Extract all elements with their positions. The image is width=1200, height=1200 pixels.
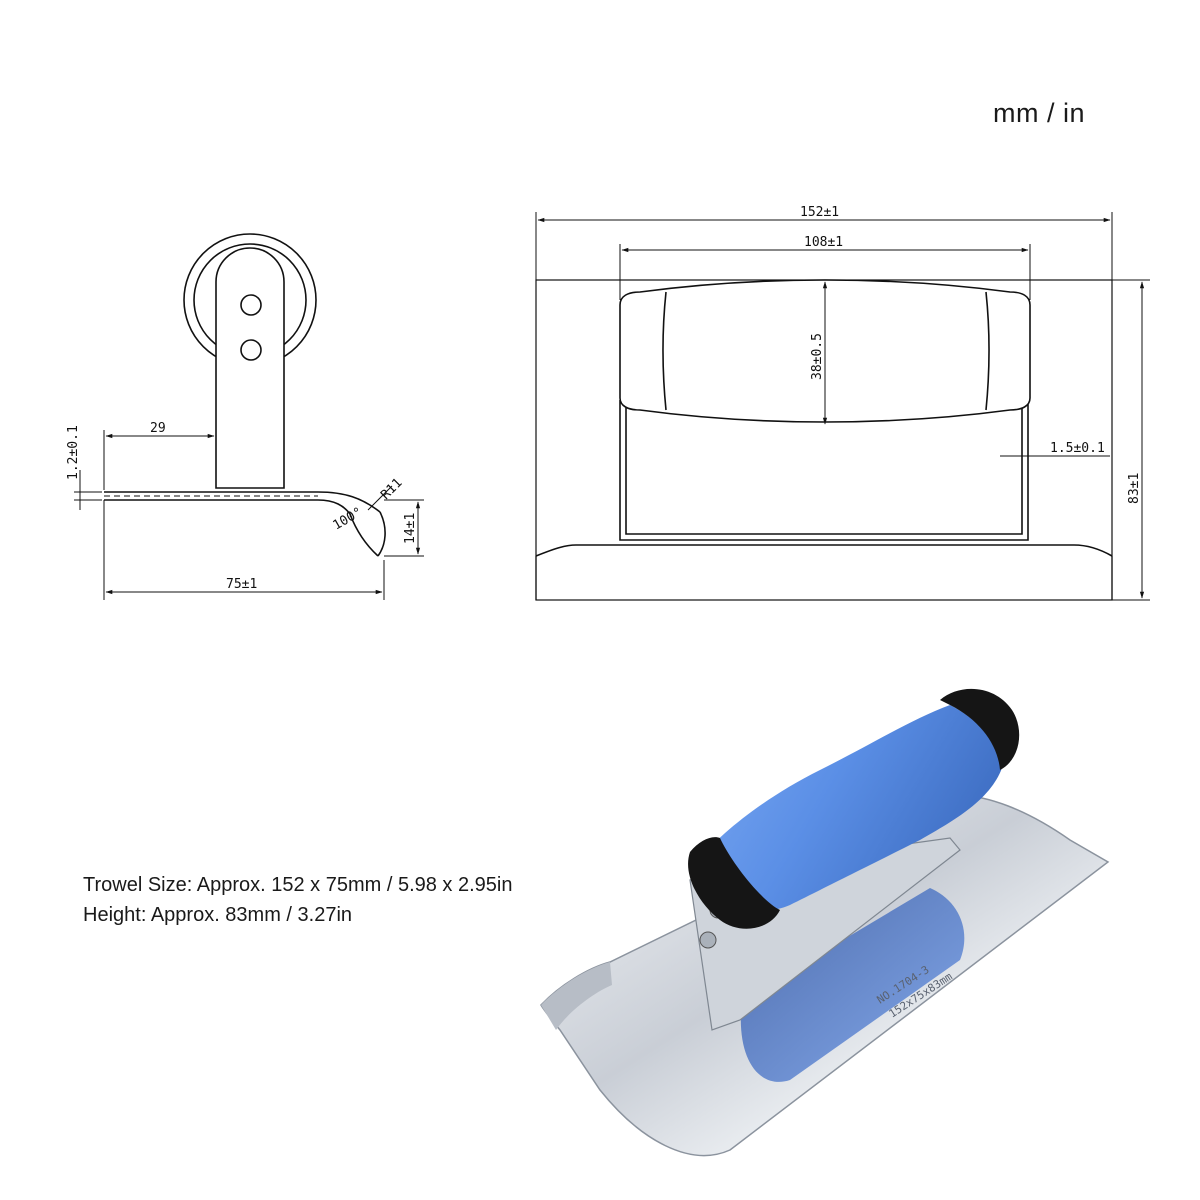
dim-thickness-text: 1.2±0.1 [66,425,81,480]
bracket-inner [625,404,1023,535]
side-view-drawing [74,233,424,600]
blade-top-edge [104,491,381,513]
blade-bottom-edge [104,499,379,557]
handle-reflection [740,888,965,1082]
dim-bracket-text: 1.5±0.1 [1050,441,1105,456]
blade-curved-edge [541,962,612,1030]
spec-size: Trowel Size: Approx. 152 x 75mm / 5.98 x… [83,874,513,896]
rivet-hole-top [240,294,262,316]
handle-end-cap-bottom [688,837,780,929]
rivet-icon [699,931,717,949]
dim-height-text: 83±1 [1127,473,1142,504]
handle-end-cap-top [940,688,1020,770]
bracket-plate [215,247,285,489]
specifications: Trowel Size: Approx. 152 x 75mm / 5.98 x… [83,870,512,930]
blade-front-edge [535,544,1113,557]
trowel-photo: NO.1704-3 152x75x83mm [540,688,1110,1157]
dim-radius-leader [367,485,393,511]
dim-width-text: 75±1 [226,577,257,592]
dim-lip-text: 14±1 [403,513,418,544]
blade-lip [377,511,386,557]
units-label: mm / in [993,98,1086,128]
dim-radius-text: R11 [378,476,405,503]
handle-cap-right-line [985,291,990,411]
dim-handle-length-text: 108±1 [804,235,843,250]
dim-offset-text: 29 [150,421,166,436]
spec-height: Height: Approx. 83mm / 3.27in [83,904,353,926]
dim-angle-text: 100° [331,505,366,534]
front-view-drawing [535,212,1150,601]
rivet-hole-bottom [240,339,262,361]
handle-cap-left-line [662,291,667,411]
dim-handle-dia-text: 38±0.5 [810,333,825,380]
dim-length-text: 152±1 [800,205,839,220]
trowel-handle [700,705,1002,911]
bracket-outer [619,400,1029,541]
